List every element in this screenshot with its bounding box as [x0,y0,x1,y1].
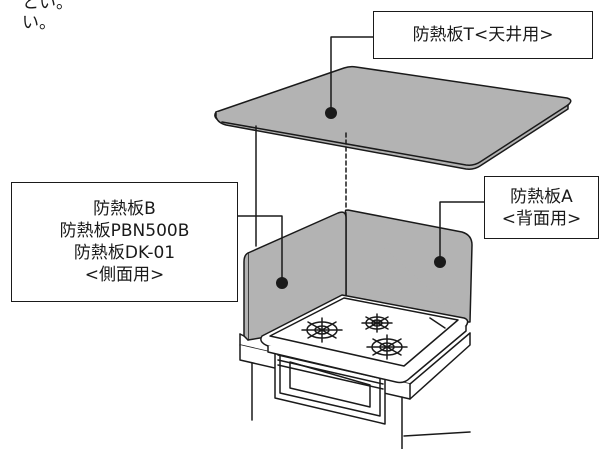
burner-left [301,317,343,343]
label-back-shield: 防熱板A <背面用> [484,176,599,239]
cropped-text-line-1: とい。 [22,0,73,13]
label-ceiling-shield: 防熱板T<天井用> [373,11,593,59]
label-back-line-2: <背面用> [501,208,582,229]
label-side-shield: 防熱板B 防熱板PBN500B 防熱板DK-01 <側面用> [11,182,238,302]
cropped-text-line-2: い。 [22,13,56,33]
burner-right [366,334,408,360]
label-side-line-3: 防熱板DK-01 [73,243,176,263]
label-side-line-1: 防熱板B [93,199,156,219]
leader-back [439,201,485,263]
leader-ceiling [330,36,374,114]
burner-rear [361,313,393,333]
label-side-line-2: 防熱板PBN500B [59,221,190,241]
leader-dots [276,107,446,289]
label-side-line-4: <側面用> [84,265,165,285]
label-back-line-1: 防熱板A [510,186,573,207]
ceiling-heat-shield-panel [214,65,572,170]
leader-lines [237,36,485,284]
leader-side [237,215,283,284]
label-ceiling-text: 防熱板T<天井用> [412,25,554,45]
gas-stove [260,294,469,384]
